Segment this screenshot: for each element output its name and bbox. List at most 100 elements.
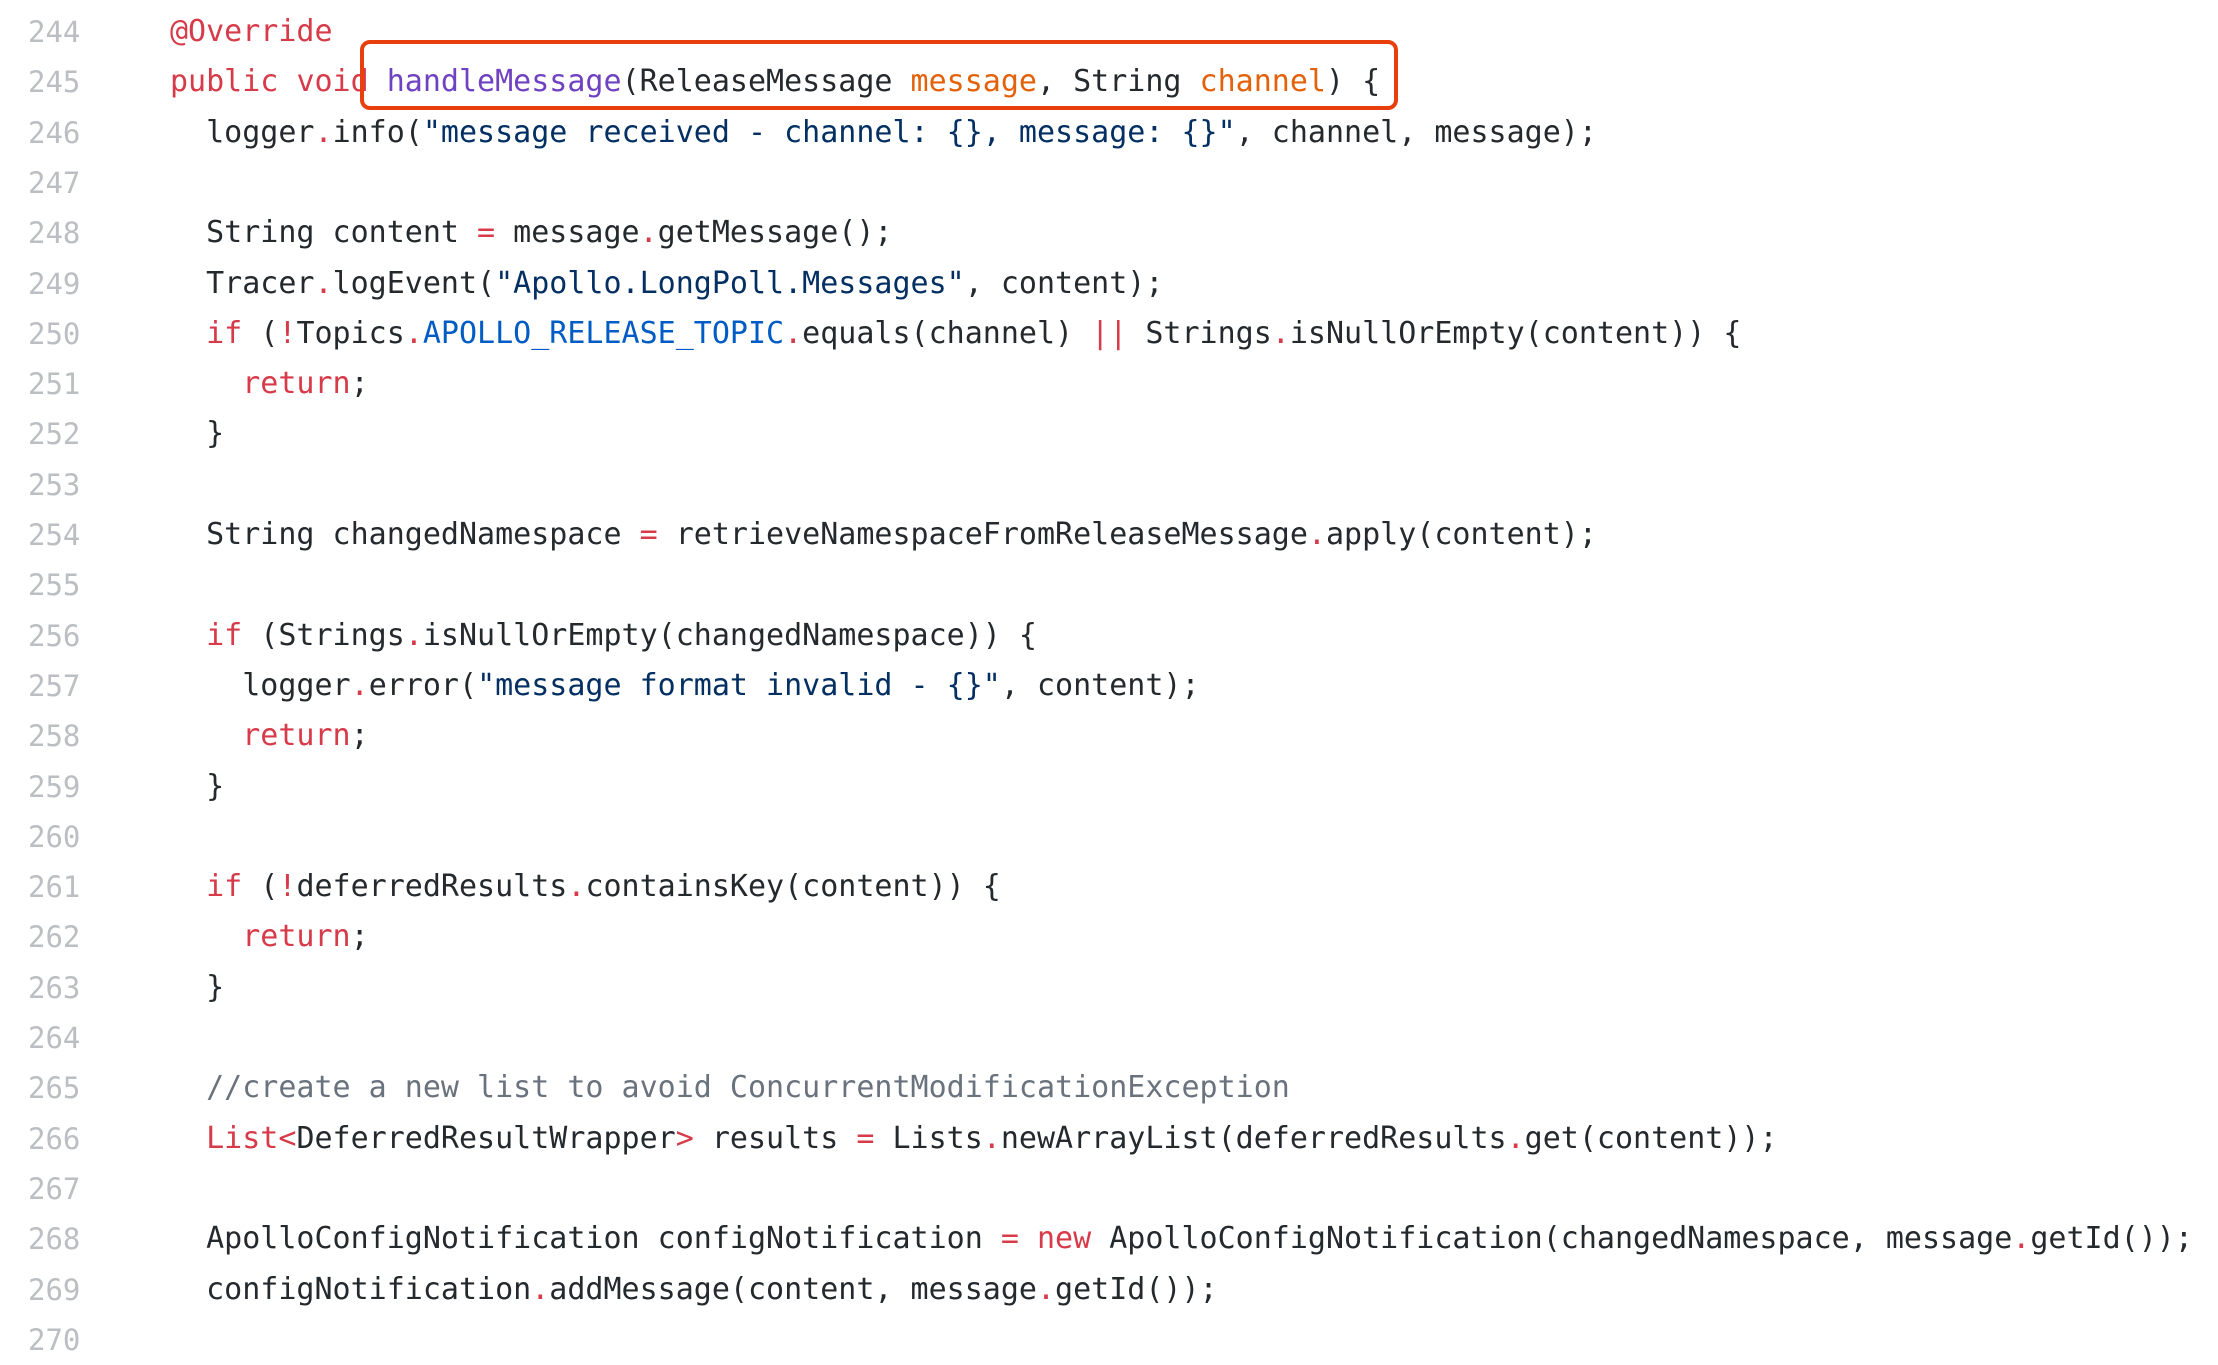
- line-number: 257: [28, 668, 81, 703]
- code-token: containsKey(content)) {: [585, 869, 1001, 905]
- code-token: (: [242, 315, 279, 351]
- code-token: String content: [170, 215, 478, 251]
- code-token: .: [404, 617, 423, 653]
- line-number: 245: [28, 65, 81, 100]
- code-token: @Override: [170, 14, 333, 49]
- line-number: 266: [28, 1121, 81, 1156]
- code-token: }: [170, 416, 225, 452]
- code-text: ApolloConfigNotification configNotificat…: [170, 1214, 2193, 1264]
- code-token: isNullOrEmpty(changedNamespace)) {: [422, 617, 1037, 653]
- code-text: Tracer.logEvent("Apollo.LongPoll.Message…: [170, 259, 1163, 309]
- code-token: .: [1036, 1271, 1056, 1307]
- code-token: [170, 919, 242, 954]
- code-token: getId());: [2030, 1221, 2193, 1257]
- code-token: [170, 316, 206, 351]
- line-number: 264: [28, 1021, 81, 1055]
- code-token: }: [170, 768, 225, 804]
- code-token: ) {: [1325, 64, 1381, 100]
- code-token: .: [1506, 1120, 1525, 1156]
- code-token: .: [314, 114, 333, 150]
- code-token: info(: [332, 114, 423, 150]
- code-token: .: [531, 1271, 550, 1307]
- code-token: , content);: [1000, 667, 1200, 703]
- code-token: .: [350, 667, 369, 703]
- code-view: 244 @Override 245 public void handleMessage…: [28, 7, 2193, 1357]
- code-token: , String: [1036, 64, 1200, 100]
- code-token: [170, 618, 206, 653]
- line-number: 258: [28, 719, 81, 754]
- line-number: 252: [28, 417, 81, 452]
- line-number: 269: [28, 1272, 81, 1307]
- code-text: }: [170, 409, 224, 459]
- code-text: List<DeferredResultWrapper> results = Li…: [170, 1114, 1778, 1164]
- code-token: List<: [206, 1120, 297, 1156]
- code-token: return: [242, 919, 351, 955]
- line-number: 246: [28, 115, 81, 150]
- code-token: [170, 718, 242, 753]
- line-number: 249: [28, 266, 81, 301]
- code-token: .: [639, 215, 658, 251]
- code-token: ||: [1091, 315, 1128, 351]
- code-token: ApolloConfigNotification configNotificat…: [170, 1221, 1001, 1257]
- code-token: Lists: [874, 1120, 983, 1156]
- code-text: @Override: [170, 7, 333, 57]
- code-token: return: [242, 366, 351, 402]
- line-number: 270: [28, 1322, 81, 1357]
- code-token: if: [206, 617, 243, 653]
- code-text: return;: [170, 912, 368, 962]
- code-token: Topics: [296, 315, 405, 351]
- code-text: }: [170, 762, 224, 812]
- code-token: [1019, 1221, 1037, 1256]
- code-token: ;: [350, 366, 369, 402]
- line-number: 244: [28, 15, 81, 49]
- line-number: 250: [28, 316, 81, 351]
- code-token: getId());: [1055, 1271, 1218, 1307]
- code-token: (Strings: [242, 617, 405, 653]
- code-token: Strings: [1127, 315, 1272, 351]
- code-token: addMessage(content, message: [549, 1271, 1037, 1307]
- code-token: .: [404, 315, 423, 351]
- code-text: String content = message.getMessage();: [170, 208, 892, 258]
- code-token: ;: [350, 718, 369, 754]
- line-number: 265: [28, 1071, 81, 1106]
- code-token: ApolloConfigNotification(changedNamespac…: [1091, 1221, 2013, 1257]
- line-number: 263: [28, 970, 81, 1005]
- code-token: if: [206, 869, 243, 905]
- code-text: //create a new list to avoid ConcurrentM…: [170, 1063, 1290, 1113]
- line-number: 248: [28, 216, 81, 251]
- line-number: 267: [28, 1171, 81, 1206]
- code-token: >: [675, 1120, 694, 1156]
- line-number: 262: [28, 920, 81, 955]
- code-token: "message format invalid - {}": [477, 667, 1001, 703]
- code-token: =: [639, 517, 658, 552]
- code-token: [170, 869, 206, 904]
- code-token: APOLLO_RELEASE_TOPIC: [422, 315, 785, 351]
- code-text: configNotification.addMessage(content, m…: [170, 1265, 1218, 1315]
- code-token: .: [2012, 1221, 2031, 1257]
- code-token: DeferredResultWrapper: [296, 1120, 676, 1156]
- code-token: apply(content);: [1325, 517, 1597, 552]
- code-token: logger: [170, 667, 351, 703]
- code-text: return;: [170, 359, 369, 409]
- code-token: .: [567, 869, 586, 905]
- code-text: logger.info("message received - channel:…: [170, 108, 1597, 158]
- code-token: channel: [1199, 64, 1326, 100]
- code-token: =: [1000, 1221, 1019, 1257]
- code-text: if (!Topics.APOLLO_RELEASE_TOPIC.equals(…: [170, 309, 1741, 359]
- code-token: //create a new list to avoid ConcurrentM…: [170, 1070, 1290, 1106]
- line-number: 256: [28, 618, 81, 653]
- line-number: 251: [28, 367, 81, 402]
- line-number: 261: [28, 870, 81, 905]
- code-token: (: [242, 869, 279, 905]
- code-token: Tracer: [170, 265, 315, 301]
- code-token: get(content));: [1524, 1120, 1778, 1156]
- code-token: getMessage();: [657, 215, 893, 251]
- code-token: String changedNamespace: [170, 517, 640, 552]
- line-number: 254: [28, 518, 81, 552]
- code-token: !: [278, 869, 297, 905]
- line-number: 255: [28, 568, 81, 603]
- code-token: [170, 1121, 206, 1156]
- code-token: configNotification: [170, 1271, 532, 1307]
- line-number: 247: [28, 165, 81, 200]
- code-text: public void handleMessage(ReleaseMessage…: [170, 57, 1380, 107]
